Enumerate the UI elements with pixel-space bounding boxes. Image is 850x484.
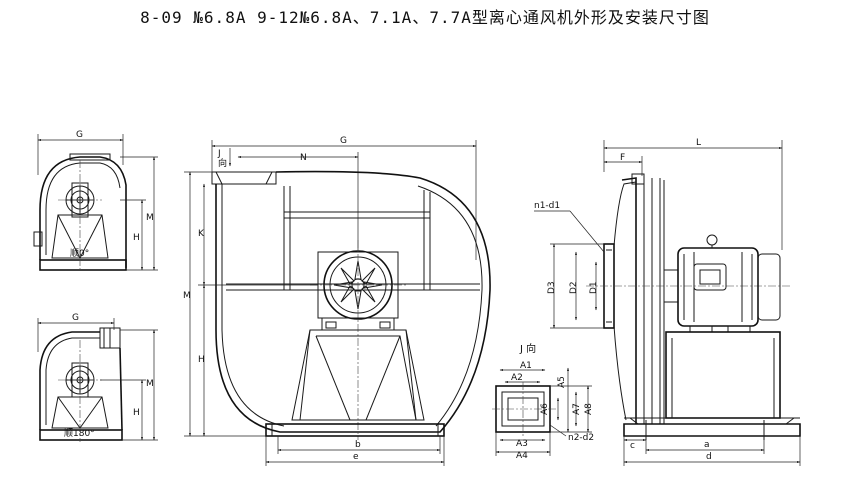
dim-d3: D3 <box>547 281 557 294</box>
dim-h-top: H <box>133 233 140 243</box>
dim-m-bottom: M <box>146 379 154 389</box>
dim-m-top: M <box>146 213 154 223</box>
dim-a5: A5 <box>557 376 567 388</box>
dim-h-front: H <box>198 355 205 365</box>
j-arrow-label: J <box>217 149 221 159</box>
small-view-rotation-0: G 顺0° H M <box>33 130 158 272</box>
front-view: G N J 向 <box>183 136 491 466</box>
dim-a3: A3 <box>516 439 528 449</box>
j-view-title: J 向 <box>519 342 536 355</box>
dim-b-front: b <box>355 440 361 450</box>
dim-a8: A8 <box>584 403 594 415</box>
dim-m-front: M <box>183 291 191 301</box>
dim-g-bottom: G <box>72 313 79 323</box>
dim-h-bottom: H <box>133 408 140 418</box>
dim-a4: A4 <box>516 451 528 461</box>
flange-hole-label: n2-d2 <box>568 433 594 443</box>
dim-l-side: L <box>696 138 701 148</box>
dim-a6: A6 <box>540 403 550 415</box>
rotation-label-180: 顺180° <box>64 428 95 439</box>
side-view: L F n1-d1 D3 D2 D1 <box>534 138 801 466</box>
dim-k-front: K <box>198 229 205 239</box>
dim-g-top: G <box>76 130 83 140</box>
dim-n-front: N <box>300 153 307 163</box>
dim-d2: D2 <box>569 281 579 294</box>
dim-a1: A1 <box>520 361 532 371</box>
dim-a2: A2 <box>511 373 523 383</box>
dim-c-side: c <box>630 441 635 451</box>
dim-d-side: d <box>706 452 712 462</box>
dim-d1: D1 <box>589 281 599 294</box>
dim-a-side: a <box>704 440 710 450</box>
dim-a7: A7 <box>572 403 582 415</box>
small-view-rotation-180: G 顺180° H M <box>37 313 158 442</box>
page-title: 8-09 №6.8A 9-12№6.8A、7.1A、7.7A型离心通风机外形及安… <box>140 8 710 27</box>
j-arrow-xiang: 向 <box>218 157 227 169</box>
inlet-hole-label: n1-d1 <box>534 201 560 211</box>
j-view-flange: J 向 A1 A2 A3 A4 A5 A6 A7 A8 n2-d2 <box>492 342 594 461</box>
rotation-label-0: 顺0° <box>70 248 89 259</box>
dim-f-side: F <box>620 153 625 163</box>
dim-e-front: e <box>353 452 359 462</box>
dim-g-front: G <box>340 136 347 146</box>
